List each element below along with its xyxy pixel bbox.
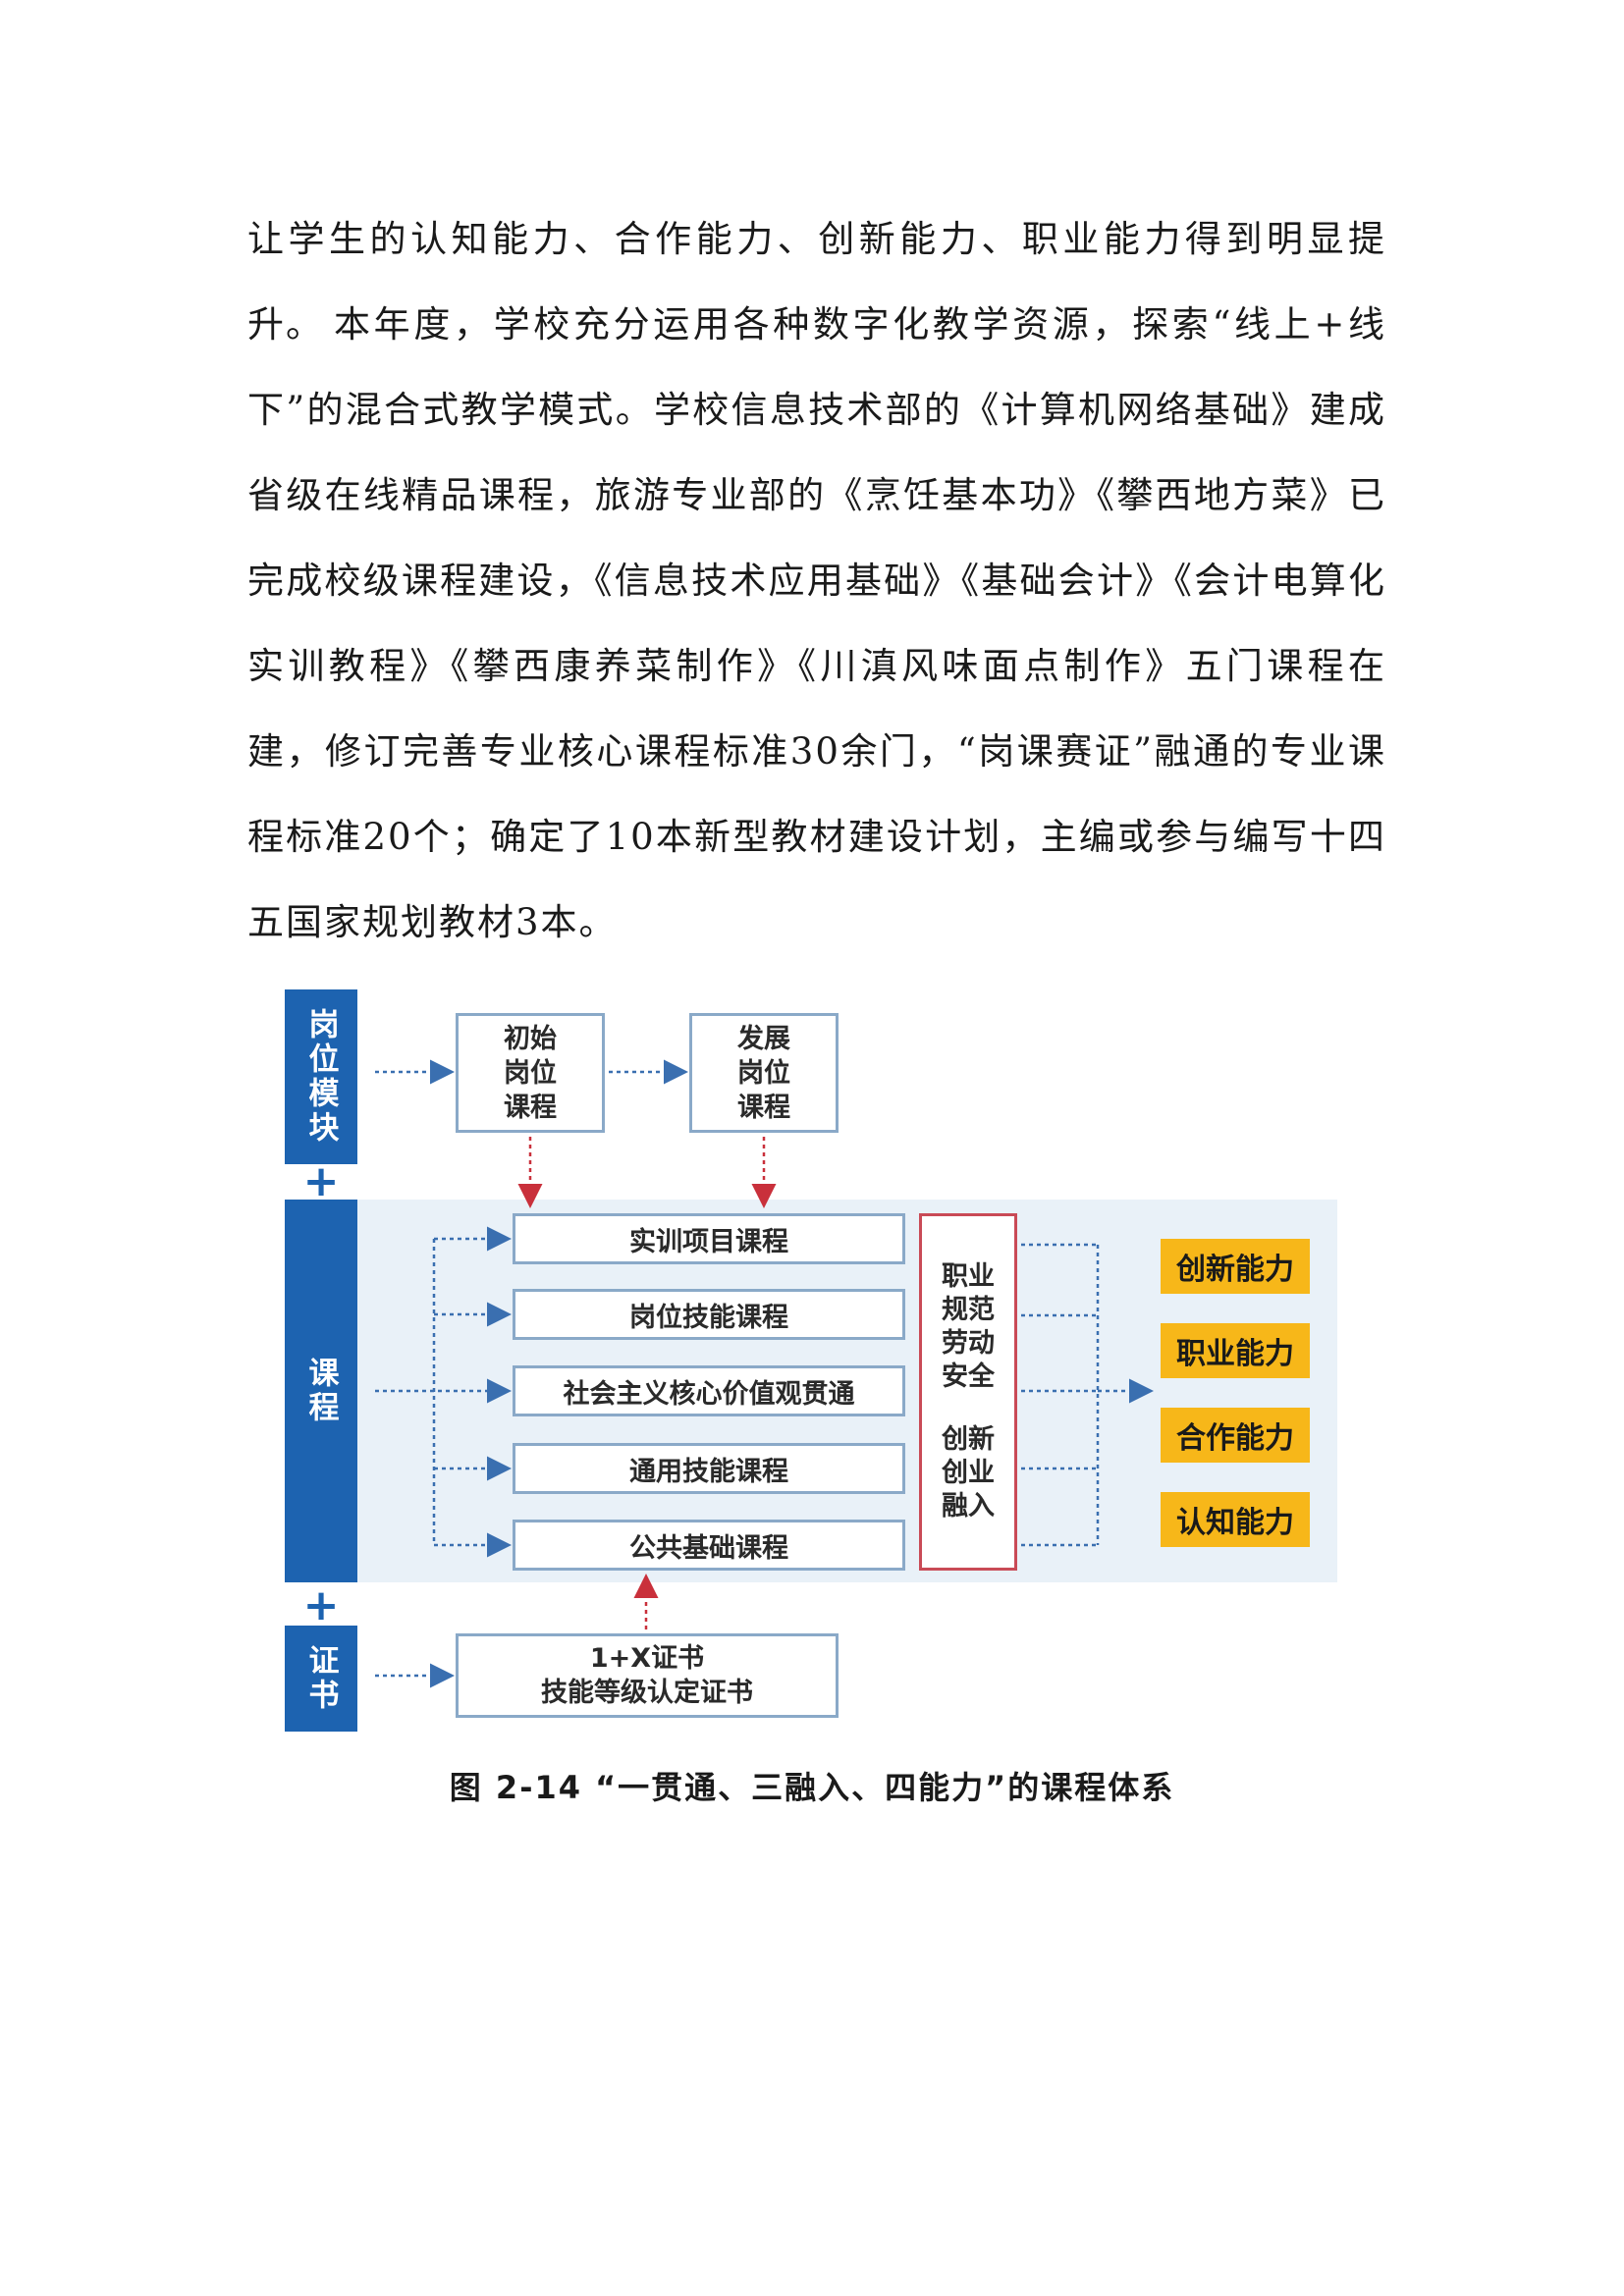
- certificate-box: 1+X证书 技能等级认定证书: [456, 1633, 839, 1718]
- integration-box: 职业 规范 劳动 安全 创新 创业 融入: [919, 1213, 1017, 1571]
- course-box-general-skills: 通用技能课程: [513, 1443, 905, 1494]
- course-bar: 课程: [285, 1200, 357, 1582]
- ability-professional: 职业能力: [1161, 1323, 1310, 1378]
- integration-text-bottom: 创新 创业 融入: [942, 1424, 995, 1522]
- ability-cognition: 认知能力: [1161, 1492, 1310, 1547]
- integration-text-top: 职业 规范 劳动 安全: [942, 1261, 995, 1392]
- paragraph-2: 本年度，学校充分运用各种数字化教学资源，探索“线上+线下”的混合式教学模式。学校…: [247, 303, 1386, 943]
- initial-post-course-box: 初始 岗位 课程: [456, 1013, 605, 1133]
- paragraph-1: 让学生的认知能力、合作能力、创新能力、职业能力得到明显提升。: [247, 218, 1386, 346]
- course-box-post-skills: 岗位技能课程: [513, 1289, 905, 1340]
- ability-innovation: 创新能力: [1161, 1239, 1310, 1294]
- certificate-bar: 证书: [285, 1626, 357, 1732]
- course-box-core-values: 社会主义核心价值观贯通: [513, 1365, 905, 1416]
- post-module-bar: 岗位模块: [285, 989, 357, 1164]
- course-box-training-project: 实训项目课程: [513, 1213, 905, 1264]
- course-box-public-basics: 公共基础课程: [513, 1520, 905, 1571]
- figure-caption: 图 2-14 “一贯通、三融入、四能力”的课程体系: [449, 1769, 1175, 1806]
- ability-cooperation: 合作能力: [1161, 1408, 1310, 1463]
- development-post-course-box: 发展 岗位 课程: [689, 1013, 839, 1133]
